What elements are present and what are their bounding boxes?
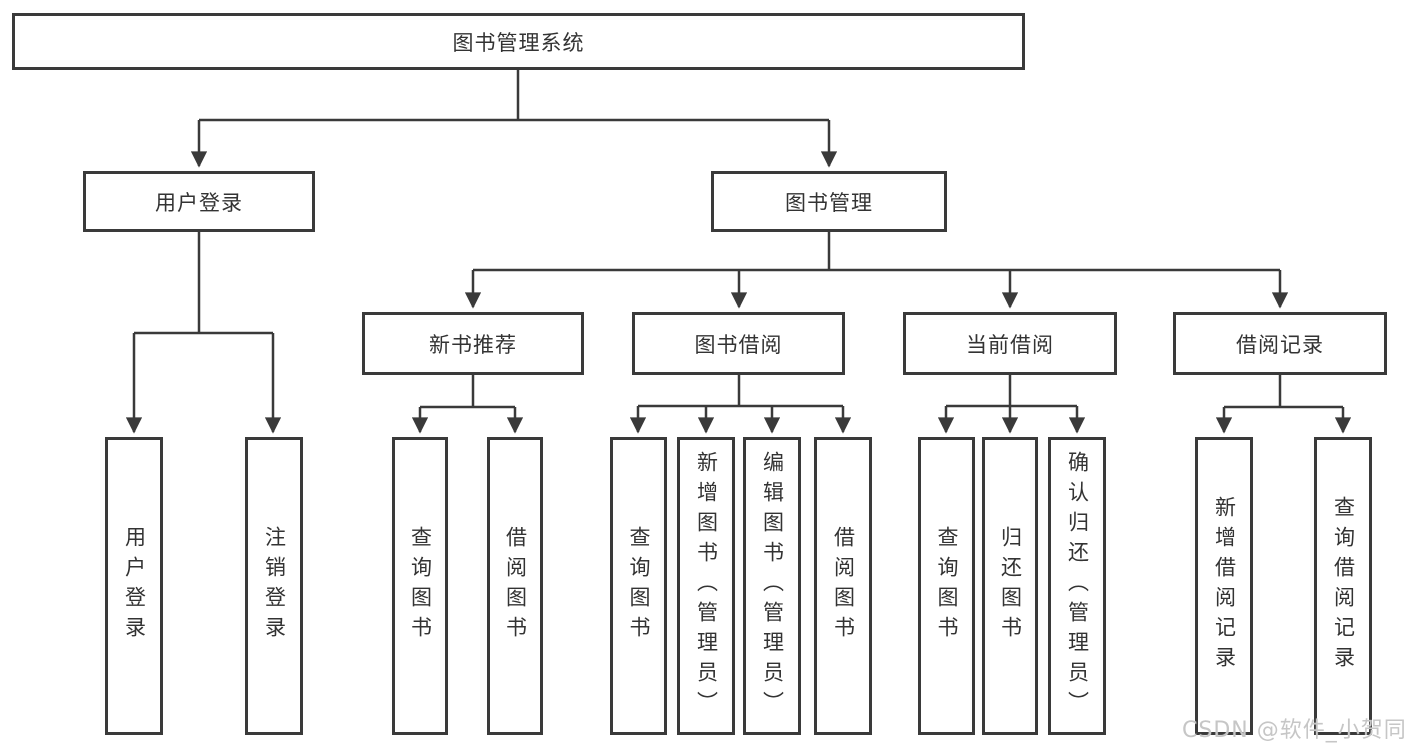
leaf-newbook-borrow-books: 借阅图书 — [487, 437, 543, 735]
node-current-borrow: 当前借阅 — [903, 312, 1117, 375]
leaf-current-query-books-label: 查询图书 — [935, 526, 959, 646]
leaf-current-return-books-label: 归还图书 — [998, 526, 1023, 646]
node-borrow-records: 借阅记录 — [1173, 312, 1387, 375]
leaf-logout-label: 注销登录 — [262, 526, 287, 646]
leaf-current-query-books: 查询图书 — [918, 437, 975, 735]
leaf-borrow-edit-books-admin-label: 编辑图书（管理员） — [760, 451, 785, 721]
leaf-user-login-label: 用户登录 — [122, 526, 147, 646]
csdn-watermark: CSDN @软件_小贺同学 — [1182, 718, 1405, 743]
node-book-borrow: 图书借阅 — [632, 312, 845, 375]
node-current-borrow-label: 当前借阅 — [966, 332, 1054, 357]
leaf-records-add-record-label: 新增借阅记录 — [1212, 496, 1237, 676]
leaf-newbook-query-books: 查询图书 — [392, 437, 448, 735]
node-book-management-label: 图书管理 — [785, 190, 873, 215]
node-new-book-recommend-label: 新书推荐 — [429, 332, 517, 357]
leaf-current-return-books: 归还图书 — [982, 437, 1038, 735]
leaf-current-confirm-return-admin: 确认归还（管理员） — [1048, 437, 1106, 735]
leaf-user-login: 用户登录 — [105, 437, 163, 735]
node-user-login: 用户登录 — [83, 171, 315, 232]
leaf-newbook-borrow-books-label: 借阅图书 — [503, 526, 528, 646]
leaf-borrow-borrow-books-label: 借阅图书 — [831, 526, 856, 646]
leaf-records-query-record-label: 查询借阅记录 — [1331, 496, 1356, 676]
leaf-borrow-borrow-books: 借阅图书 — [814, 437, 872, 735]
leaf-newbook-query-books-label: 查询图书 — [408, 526, 433, 646]
node-user-login-label: 用户登录 — [155, 190, 243, 215]
leaf-logout: 注销登录 — [245, 437, 303, 735]
node-system-root: 图书管理系统 — [12, 13, 1025, 70]
node-new-book-recommend: 新书推荐 — [362, 312, 584, 375]
node-borrow-records-label: 借阅记录 — [1236, 332, 1324, 357]
leaf-current-confirm-return-admin-label: 确认归还（管理员） — [1065, 451, 1090, 721]
leaf-records-query-record: 查询借阅记录 — [1314, 437, 1372, 735]
node-book-management: 图书管理 — [711, 171, 947, 232]
node-book-borrow-label: 图书借阅 — [694, 332, 783, 357]
leaf-borrow-add-books-admin-label: 新增图书（管理员） — [694, 451, 719, 721]
leaf-borrow-add-books-admin: 新增图书（管理员） — [677, 437, 735, 735]
leaf-records-add-record: 新增借阅记录 — [1195, 437, 1253, 735]
leaf-borrow-query-books: 查询图书 — [610, 437, 667, 735]
leaf-borrow-edit-books-admin: 编辑图书（管理员） — [743, 437, 801, 735]
node-system-root-label: 图书管理系统 — [452, 30, 585, 55]
leaf-borrow-query-books-label: 查询图书 — [627, 526, 651, 646]
